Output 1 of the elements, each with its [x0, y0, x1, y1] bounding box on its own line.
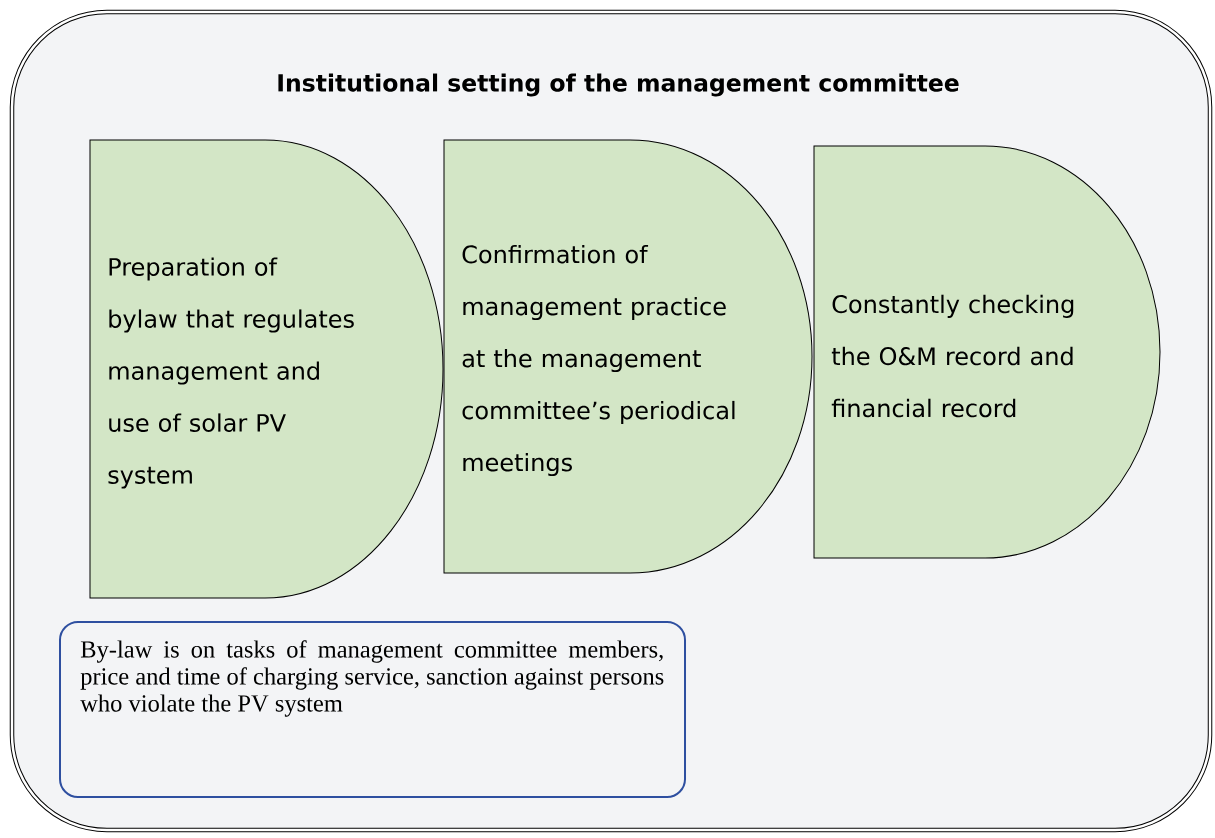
note-box: By-law is on tasks of management committee members, price and time of charging service, sanction against persons who violate the PV system	[59, 621, 686, 798]
